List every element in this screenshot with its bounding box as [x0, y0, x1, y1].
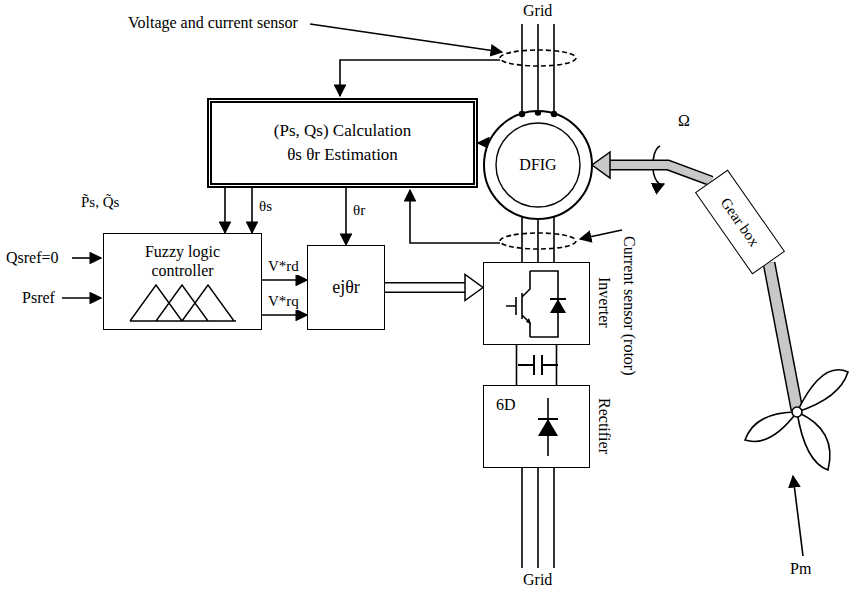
turbine-shaft: [769, 263, 797, 410]
leader-line: [580, 230, 622, 239]
connector: [592, 152, 711, 181]
leader-line: [310, 24, 502, 52]
sensor-ring: [500, 50, 576, 66]
signal-wire: [410, 190, 500, 243]
part-label: Inverter: [595, 277, 613, 328]
node-label: DFIG: [519, 155, 556, 174]
node-label: Fuzzy logic controller: [128, 242, 238, 280]
transform-box: ejθr: [307, 245, 385, 330]
node-label: ejθr: [332, 277, 360, 299]
part-label: 6D: [496, 396, 516, 414]
signal-label: V*rq: [267, 293, 300, 310]
connector: [262, 280, 307, 281]
gearbox-box: Gear box: [695, 170, 785, 275]
connector: [478, 143, 489, 144]
signal-label: θs: [258, 198, 273, 215]
power-label: Pm: [790, 560, 811, 578]
connector: [385, 275, 483, 301]
connector: [225, 188, 226, 233]
grid-line: [522, 24, 554, 112]
connector: [346, 188, 347, 245]
rectifier-box: 6DRectifier: [483, 385, 590, 468]
signal-wire: [340, 60, 500, 96]
input-arrow: [62, 297, 101, 299]
inverter-box: Inverter: [483, 262, 590, 345]
turbine-shaft: [769, 263, 797, 410]
grid-label: Grid: [523, 571, 552, 589]
controller-box: Fuzzy logic controller: [103, 233, 262, 330]
speed-label: Ω: [678, 112, 690, 130]
turbine-blade: [797, 370, 848, 412]
connector: [252, 188, 253, 233]
membership-functions: [128, 281, 238, 323]
input-arrow: [72, 257, 101, 259]
signal-label: P̃s, Q̃s: [80, 194, 120, 211]
turbine-blade: [797, 412, 830, 470]
power-arrow: [793, 476, 803, 556]
generator-circle: DFIG: [483, 110, 593, 220]
grid-label: Grid: [523, 2, 552, 20]
sensor-label: Current sensor (rotor): [620, 236, 638, 376]
capacitor-symbol: [518, 355, 558, 375]
node-label: (Ps, Qs) Calculation: [274, 121, 411, 141]
part-label: Rectifier: [595, 398, 613, 454]
calculation-box: (Ps, Qs) Calculation θs θr Estimation: [207, 98, 478, 188]
node-label: Gear box: [717, 194, 764, 250]
turbine-hub: [792, 407, 802, 417]
node-label: θs θr Estimation: [287, 145, 398, 165]
turbine-blade: [745, 412, 797, 441]
igbt-symbol: [484, 263, 588, 343]
reference-label: Qsref=0: [6, 249, 59, 267]
connector: [262, 315, 307, 316]
signal-label: θr: [352, 202, 366, 219]
grid-line: [522, 468, 554, 568]
reference-label: Psref: [22, 289, 55, 307]
connector: [517, 345, 557, 385]
signal-label: V*rd: [267, 258, 300, 275]
connector: [522, 217, 554, 262]
sensor-label: Voltage and current sensor: [128, 14, 298, 32]
